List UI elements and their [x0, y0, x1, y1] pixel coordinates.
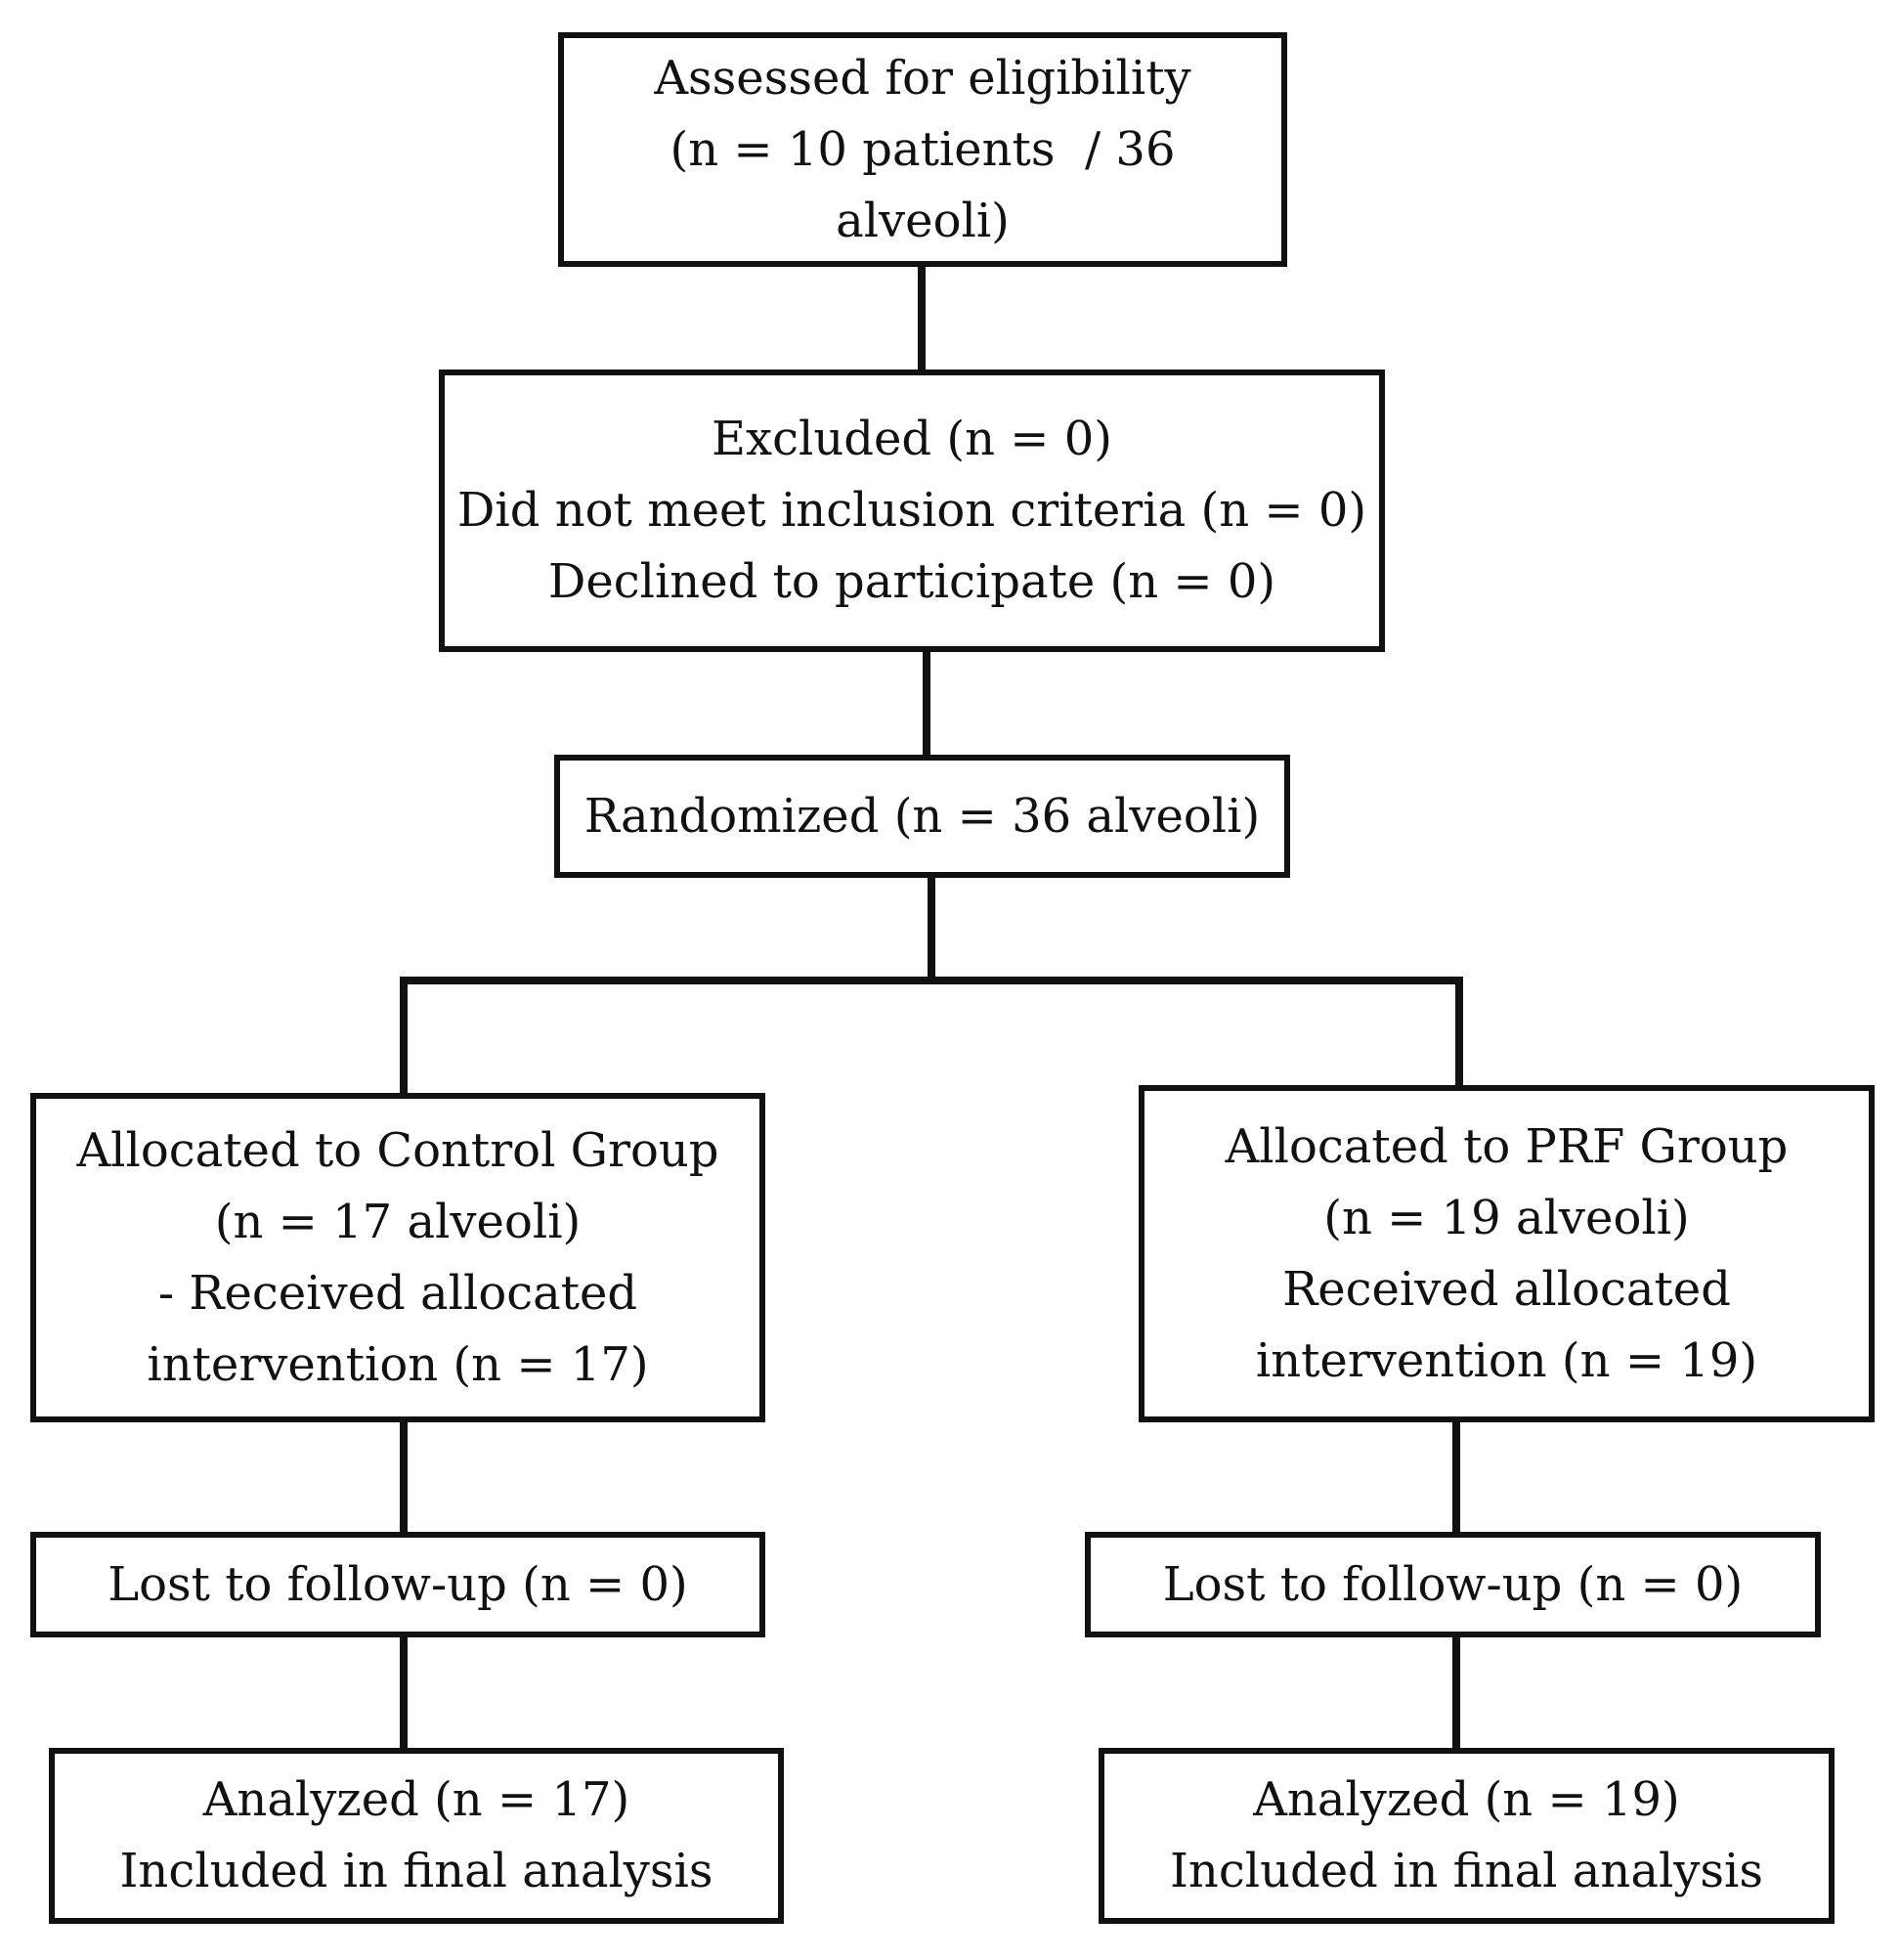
control-alloc-line-2: (n = 17 alveoli) — [214, 1194, 582, 1249]
control-allocation-box: Allocated to Control Group (n = 17 alveo… — [30, 1093, 765, 1422]
randomized-box: Randomized (n = 36 alveoli) — [554, 755, 1290, 878]
prf-alloc-line-3: Received allocated — [1282, 1261, 1731, 1317]
prf-alloc-line-1: Allocated to PRF Group — [1225, 1118, 1789, 1174]
control-analyzed-line-2: Included in final analysis — [119, 1844, 713, 1898]
assessed-line-1: Assessed for eligibility — [654, 50, 1191, 106]
prf-analyzed-line-1: Analyzed (n = 19) — [1253, 1772, 1680, 1827]
prf-allocation-box: Allocated to PRF Group (n = 19 alveoli) … — [1139, 1085, 1875, 1422]
randomized-line-1: Randomized (n = 36 alveoli) — [583, 788, 1261, 844]
excluded-line-3: Declined to participate (n = 0) — [547, 554, 1276, 609]
prf-alloc-line-2: (n = 19 alveoli) — [1323, 1190, 1690, 1245]
control-lost-followup-box: Lost to follow-up (n = 0) — [30, 1532, 765, 1637]
prf-analyzed-line-2: Included in final analysis — [1169, 1844, 1764, 1898]
assessed-eligibility-box: Assessed for eligibility (n = 10 patient… — [558, 32, 1287, 267]
excluded-line-2: Did not meet inclusion criteria (n = 0) — [456, 483, 1367, 538]
control-analyzed-line-1: Analyzed (n = 17) — [202, 1772, 630, 1827]
prf-lost-followup-box: Lost to follow-up (n = 0) — [1085, 1532, 1821, 1637]
control-analyzed-box: Analyzed (n = 17) Included in final anal… — [49, 1748, 784, 1924]
excluded-box: Excluded (n = 0) Did not meet inclusion … — [439, 370, 1385, 652]
excluded-line-1: Excluded (n = 0) — [711, 412, 1112, 466]
control-alloc-line-3: - Received allocated — [157, 1265, 638, 1321]
control-alloc-line-4: intervention (n = 17) — [147, 1336, 649, 1392]
prf-analyzed-box: Analyzed (n = 19) Included in final anal… — [1099, 1748, 1835, 1924]
control-alloc-line-1: Allocated to Control Group — [76, 1122, 719, 1178]
control-lost-line-1: Lost to follow-up (n = 0) — [108, 1556, 688, 1612]
assessed-line-2: (n = 10 patients / 36 — [669, 121, 1176, 177]
prf-lost-line-1: Lost to follow-up (n = 0) — [1162, 1556, 1744, 1612]
assessed-line-3: alveoli) — [836, 193, 1010, 248]
prf-alloc-line-4: intervention (n = 19) — [1255, 1332, 1758, 1388]
